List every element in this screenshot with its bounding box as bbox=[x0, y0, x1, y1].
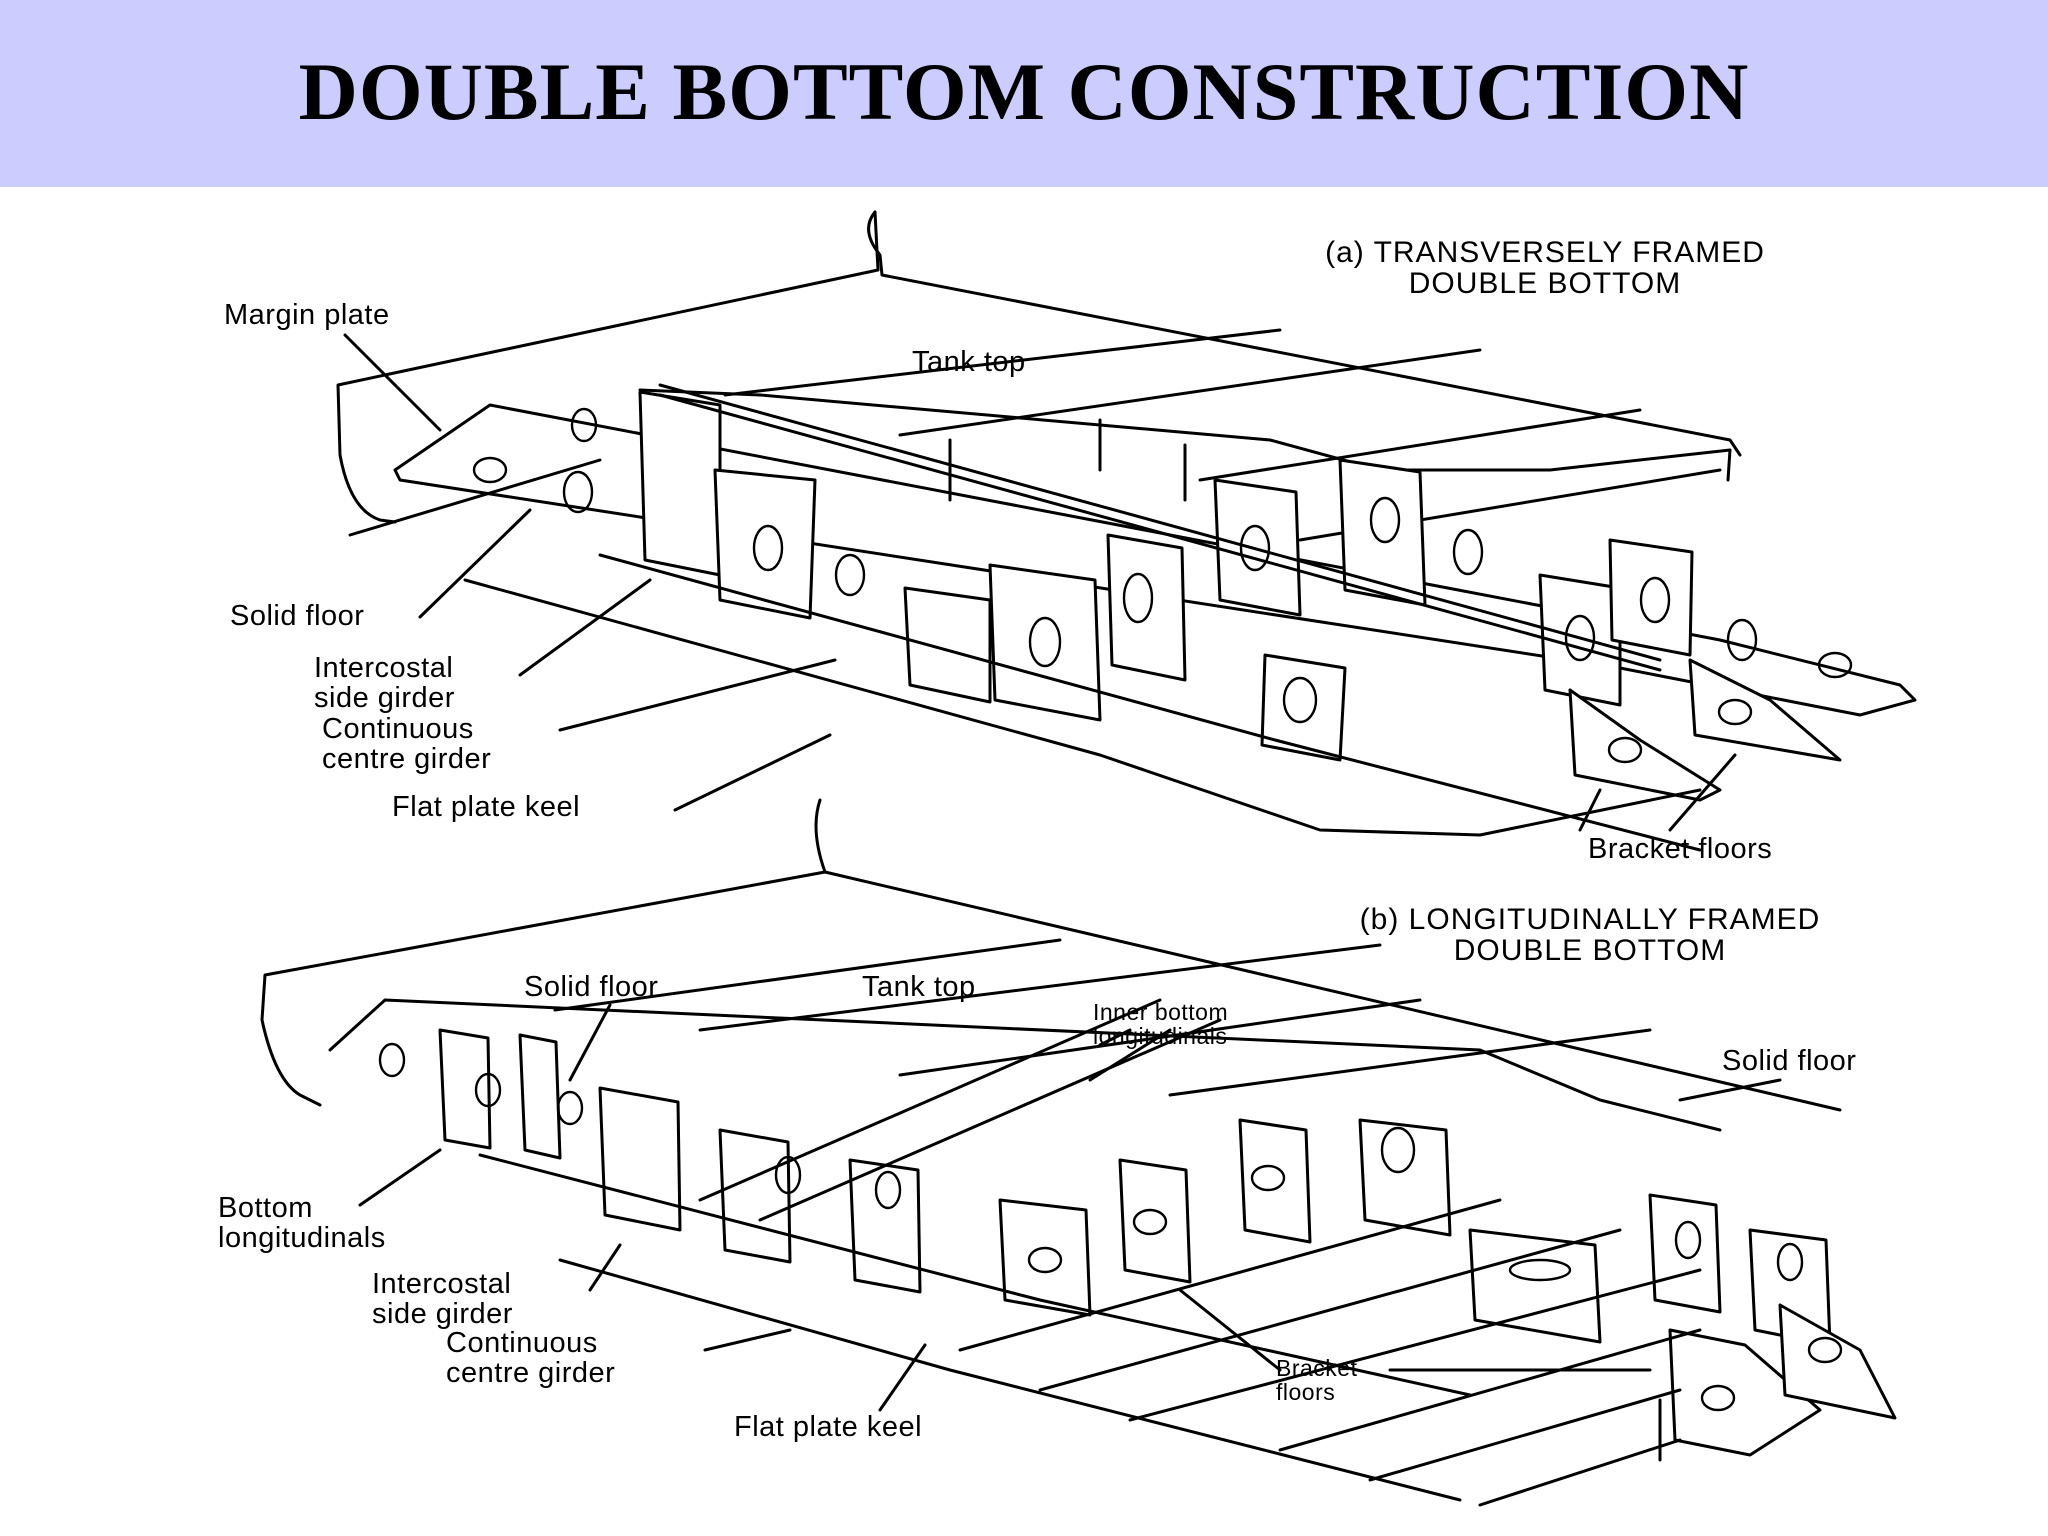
diagram-b-caption-line1: (b) LONGITUDINALLY FRAMED bbox=[1359, 903, 1821, 936]
diagram-b-structure bbox=[260, 798, 1897, 1507]
label-bottom-longitudinals: Bottom longitudinals bbox=[218, 1192, 386, 1254]
page-title: DOUBLE BOTTOM CONSTRUCTION bbox=[298, 46, 1750, 137]
label-intercostal-side-girder-b: Intercostal side girder bbox=[372, 1268, 513, 1330]
diagram-a-caption-line1: (a) TRANSVERSELY FRAMED bbox=[1325, 236, 1765, 269]
diagram-a-caption-line2: DOUBLE BOTTOM bbox=[1408, 267, 1682, 300]
diagram-b-leaders bbox=[358, 1003, 1782, 1412]
label-solid-floor-a: Solid floor bbox=[230, 600, 365, 632]
label-solid-floor-b-left: Solid floor bbox=[524, 971, 659, 1003]
label-bracket-floors-a: Bracket floors bbox=[1588, 833, 1773, 865]
label-flat-plate-keel-a: Flat plate keel bbox=[392, 791, 581, 823]
diagram-b-caption-line2: DOUBLE BOTTOM bbox=[1453, 934, 1727, 967]
label-flat-plate-keel-b: Flat plate keel bbox=[734, 1411, 923, 1443]
label-tank-top-a: Tank top bbox=[912, 346, 1026, 378]
diagram-a-caption: (a) TRANSVERSELY FRAMED DOUBLE BOTTOM bbox=[1225, 237, 1865, 299]
title-band bbox=[0, 0, 2048, 187]
label-intercostal-side-girder-a: Intercostal side girder bbox=[314, 652, 455, 714]
label-margin-plate: Margin plate bbox=[224, 299, 390, 331]
label-bracket-floors-b: Bracket floors bbox=[1276, 1355, 1358, 1405]
label-solid-floor-b-right: Solid floor bbox=[1722, 1045, 1857, 1077]
label-tank-top-b: Tank top bbox=[862, 971, 976, 1003]
diagram-b-caption: (b) LONGITUDINALLY FRAMED DOUBLE BOTTOM bbox=[1250, 904, 1930, 966]
diagram-a-leaders bbox=[343, 333, 1737, 832]
label-inner-bottom-longitudinals: Inner bottom longitudinals bbox=[1093, 999, 1229, 1049]
diagram-a-structure bbox=[336, 210, 1917, 852]
label-continuous-centre-girder-a: Continuous centre girder bbox=[322, 713, 492, 775]
label-continuous-centre-girder-b: Continuous centre girder bbox=[446, 1327, 616, 1389]
